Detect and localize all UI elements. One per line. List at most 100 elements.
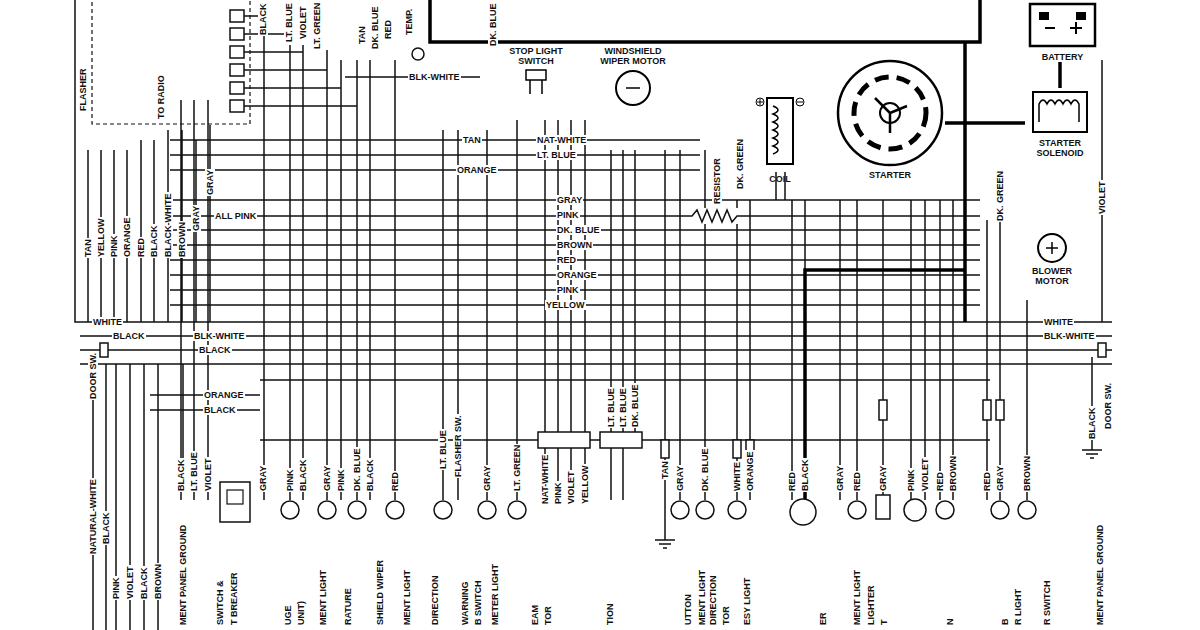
wire-label: VIOLET: [566, 470, 576, 505]
wire-label: PINK: [556, 285, 580, 295]
wire-label: RED: [136, 237, 146, 258]
wire-label: MENT LIGHT: [318, 569, 328, 626]
wire-label: TAN: [660, 460, 670, 480]
wire-label: BROWN: [1022, 455, 1032, 492]
wire-label: B: [1000, 618, 1010, 627]
wire-label: RED: [390, 471, 400, 492]
stop-light-switch-symbol: [498, 68, 574, 94]
wire-label: VIOLET: [1097, 180, 1107, 215]
wire-label: MENT PANEL GROUND: [1095, 524, 1105, 626]
wire-label: TION: [605, 603, 615, 627]
wire-label: PINK: [109, 234, 119, 258]
lamp-socket: [936, 501, 954, 519]
wire-label: YELLOW: [545, 300, 586, 310]
wire-label: PINK: [285, 468, 295, 492]
wire-label: FLASHER: [78, 68, 88, 113]
wire-label: TAN: [462, 135, 482, 145]
wire-label: DK. BLUE: [700, 448, 710, 493]
wire-label: GRAY: [258, 465, 268, 492]
ignition-coil: COIL: [755, 92, 805, 184]
wire-label: T BREAKER: [229, 571, 239, 626]
wire-label: RED: [556, 255, 577, 265]
wire-label: RED: [982, 471, 992, 492]
wire-label: BLACK: [800, 459, 810, 493]
wire-label: MENT LIGHT: [852, 569, 862, 626]
lamp-socket: [386, 501, 404, 519]
wire-label: BLACK: [203, 405, 237, 415]
wire-label: GRAY: [556, 195, 583, 205]
component-label: WINDSHIELD WIPER MOTOR: [598, 46, 668, 66]
wire-label: BROWN: [556, 240, 593, 250]
wire-label: ALL PINK: [214, 211, 257, 221]
wire-label: LT. BLUE: [438, 429, 448, 470]
wire-label: DK. BLUE: [488, 3, 498, 48]
component-label: BLOWER MOTOR: [1028, 266, 1076, 286]
wire-label: UTTON: [683, 593, 693, 626]
component-label: COIL: [755, 174, 805, 184]
wire-label: WHITE: [1043, 317, 1074, 327]
wire-label: MENT LIGHT: [402, 569, 412, 626]
ignition-switch: [227, 490, 243, 504]
door-switch: [1098, 343, 1106, 357]
wire-label: ORANGE: [122, 216, 132, 258]
battery-symbol: [1025, 2, 1100, 50]
wire: [75, 0, 1112, 630]
connector: [230, 82, 244, 94]
fuse: [879, 400, 887, 420]
wire-label: YELLOW: [96, 218, 106, 259]
wire-label: LT. BLUE: [536, 150, 577, 160]
wire-label: RED: [935, 471, 945, 492]
wire-label: BLACK: [112, 331, 146, 341]
wire-label: RED: [383, 19, 393, 40]
lamp-socket: [434, 501, 452, 519]
connector: [230, 64, 244, 76]
wire-label: RATURE: [343, 587, 353, 626]
wiper-motor: WINDSHIELD WIPER MOTOR: [598, 46, 668, 108]
flasher-outline: [92, 0, 250, 124]
wire-label: BLK-WHITE: [1043, 331, 1096, 341]
wire-label: MENT PANEL GROUND: [178, 524, 188, 626]
resistor-symbol: [690, 208, 745, 224]
wire-label: VIOLET: [920, 457, 930, 492]
lamp-socket: [671, 501, 689, 519]
blower-motor-symbol: [1028, 232, 1076, 264]
fuse: [996, 400, 1004, 420]
wire-label: TEMP.: [404, 8, 414, 36]
connector: [230, 10, 244, 22]
wire-label: NAT-WHITE: [536, 135, 587, 145]
wire-label: BLACK: [298, 459, 308, 493]
resistor-symbol: [690, 210, 745, 222]
wire-label: GRAY: [191, 205, 201, 232]
wire-label: VIOLET: [203, 457, 213, 492]
wire-label: WHITE: [732, 461, 742, 492]
wire-label: SWITCH &: [215, 580, 225, 627]
wire-label: TAN: [83, 238, 93, 258]
wire-label: BROWN: [948, 455, 958, 492]
wire-label: GRAY: [995, 465, 1005, 492]
wire-label: LT. BLUE: [606, 387, 616, 428]
wire-label: PINK: [906, 468, 916, 492]
wire-label: N: [945, 618, 955, 627]
lamp-socket: [478, 501, 496, 519]
lamp-socket: [696, 501, 714, 519]
fuse: [733, 440, 741, 458]
lamp-socket: [1018, 501, 1036, 519]
lamp-socket: [991, 501, 1009, 519]
wire-label: NAT-WHITE: [540, 454, 550, 505]
wire-label: GRAY: [835, 465, 845, 492]
temp-bulb: [412, 48, 424, 60]
connector: [230, 28, 244, 40]
ignition-coil-symbol: [755, 92, 805, 172]
wire-label: BLACK: [1087, 407, 1097, 441]
wire-label: BLACK: [365, 459, 375, 493]
wire-label: GRAY: [205, 169, 215, 196]
connector: [230, 46, 244, 58]
starter-symbol: [835, 58, 945, 168]
battery: BATTERY: [1025, 2, 1100, 62]
wire-label: VIOLET: [298, 5, 308, 40]
wire-label: BLACK: [139, 567, 149, 601]
stop-light-switch: STOP LIGHT SWITCH: [498, 46, 574, 94]
wire-label: DK. BLUE: [556, 225, 601, 235]
wire-label: BLACK: [258, 3, 268, 37]
